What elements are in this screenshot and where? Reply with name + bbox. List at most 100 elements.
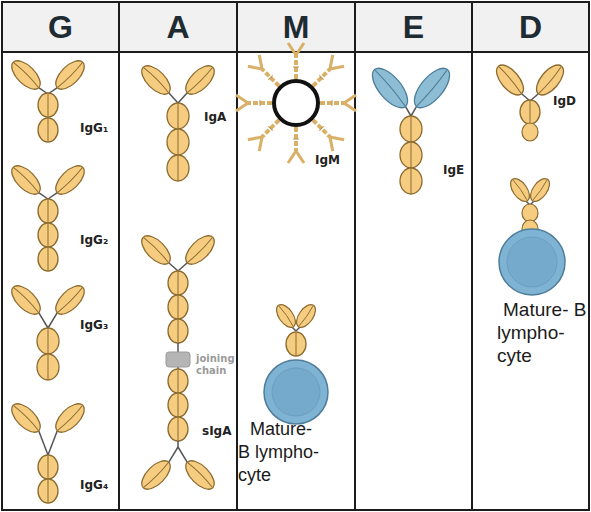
ige-antibody-part <box>400 168 422 194</box>
b-lymphocyte-part <box>286 332 306 356</box>
column-header: E <box>356 3 471 53</box>
igg1-antibody <box>7 56 89 142</box>
igg2-antibody-part <box>51 161 89 199</box>
antibody-label: IgE <box>443 163 471 178</box>
igg3-antibody-part <box>37 354 59 380</box>
igg4-antibody-part <box>38 455 58 479</box>
class-column: E <box>354 1 473 511</box>
igg3-antibody <box>7 281 89 380</box>
siga-antibody-part <box>168 417 188 441</box>
antibody-label: IgG₂ <box>80 233 116 248</box>
iga-antibody-part <box>137 61 175 99</box>
igm-antibody-part <box>288 127 304 163</box>
antibody-label: IgG₄ <box>80 478 116 493</box>
siga-antibody-part <box>166 352 190 367</box>
ige-antibody-part <box>408 63 456 114</box>
antibody-label: IgG₁ <box>80 121 116 136</box>
b-lymphocyte-part <box>264 360 328 424</box>
b-lymphocyte-part <box>507 175 533 204</box>
igg2-antibody-part <box>48 193 57 199</box>
igm-antibody-part <box>274 81 318 125</box>
igd-antibody-part <box>520 100 540 124</box>
iga-antibody-part <box>178 93 187 103</box>
igm-antibody-part <box>320 95 356 111</box>
igg1-antibody-part <box>7 56 45 94</box>
igg3-antibody-part <box>48 313 57 328</box>
igg1-antibody-part <box>38 93 58 117</box>
igg1-antibody-part <box>51 56 89 94</box>
igg2-antibody-part <box>39 193 48 199</box>
siga-antibody-part <box>178 447 187 462</box>
class-letter: E <box>356 3 471 51</box>
igg2-antibody-part <box>38 223 58 247</box>
ige-antibody-part <box>400 116 422 142</box>
antibody-label: sIgA <box>202 424 236 439</box>
antibody-label: IgA <box>204 110 236 125</box>
siga-antibody-part <box>177 441 179 447</box>
column-header: A <box>120 3 236 53</box>
column-header: G <box>3 3 118 53</box>
igg1-antibody-part <box>38 118 58 142</box>
class-letter: M <box>238 3 354 51</box>
joining-chain-label: joining chain <box>196 353 240 377</box>
column-header: M <box>238 3 354 53</box>
antibody-label: IgG₃ <box>80 318 116 333</box>
b-lymphocyte-part <box>293 301 319 330</box>
igm-antibody <box>236 43 356 163</box>
igg2-antibody <box>7 161 89 271</box>
igg2-antibody-part <box>7 161 45 199</box>
siga-antibody-part <box>181 231 219 269</box>
siga-antibody-part <box>168 369 188 393</box>
b-lymphocyte-part <box>499 229 565 295</box>
igg4-antibody-part <box>48 431 57 455</box>
siga-antibody-part <box>137 456 175 494</box>
siga-antibody-part <box>169 263 178 271</box>
iga-antibody-part <box>167 103 189 129</box>
igg3-antibody-part <box>39 313 48 328</box>
igg3-antibody-part <box>7 281 45 319</box>
class-letter: A <box>120 3 236 51</box>
siga-antibody-part <box>181 456 219 494</box>
igg2-antibody-part <box>38 247 58 271</box>
ige-antibody-part <box>411 106 417 116</box>
igg4-antibody-part <box>51 399 89 437</box>
column-header: D <box>473 3 588 53</box>
igg3-antibody-part <box>37 328 59 354</box>
class-letter: D <box>473 3 588 51</box>
igg4-antibody-part <box>39 431 48 455</box>
igd-antibody-part <box>492 60 529 99</box>
b-lymphocyte-part <box>272 368 320 416</box>
igm-antibody-part <box>236 95 272 111</box>
b-lymphocyte <box>499 175 565 295</box>
class-letter: G <box>3 3 118 51</box>
cell-label: Mature- B lympho- cyte <box>497 298 587 367</box>
igg4-antibody <box>7 399 89 503</box>
igg4-antibody-part <box>7 399 45 437</box>
b-lymphocyte-part <box>507 237 557 287</box>
b-lymphocyte-part <box>522 204 538 222</box>
ige-antibody-part <box>405 106 411 116</box>
siga-antibody-part <box>168 271 188 295</box>
igd-antibody-part <box>522 123 538 141</box>
siga-antibody-part <box>168 295 188 319</box>
ige-antibody-part <box>400 142 422 168</box>
b-lymphocyte-part <box>273 301 299 330</box>
iga-antibody-part <box>167 129 189 155</box>
cell-label: Mature- B lympho- cyte <box>238 418 324 487</box>
antibody-label: IgD <box>553 94 587 109</box>
igg2-antibody-part <box>38 199 58 223</box>
antibody-label: IgM <box>315 153 351 168</box>
igg4-antibody-part <box>38 479 58 503</box>
siga-antibody-part <box>168 319 188 343</box>
iga-antibody-part <box>169 93 178 103</box>
siga-antibody-part <box>137 231 175 269</box>
siga-antibody-part <box>178 263 187 271</box>
igg3-antibody-part <box>51 281 89 319</box>
siga-antibody-part <box>168 393 188 417</box>
ige-antibody-part <box>366 63 414 114</box>
igd-antibody-part <box>532 60 569 99</box>
b-lymphocyte-part <box>527 175 553 204</box>
ige-antibody <box>366 63 456 194</box>
iga-antibody-part <box>167 155 189 181</box>
